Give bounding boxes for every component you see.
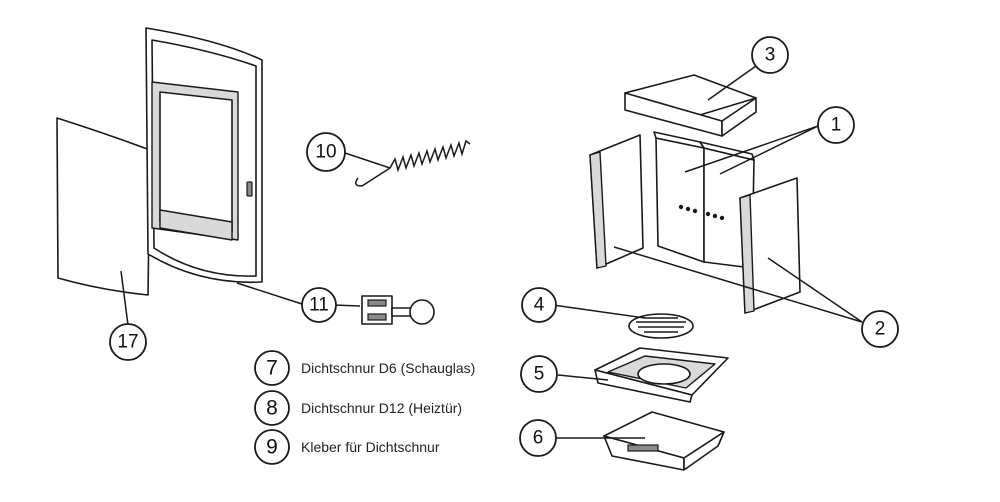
svg-text:5: 5 xyxy=(534,364,545,385)
leader-10 xyxy=(344,152,391,169)
svg-text:6: 6 xyxy=(533,428,544,449)
legend-circle-7: 7 xyxy=(254,350,290,386)
leader-2a xyxy=(767,257,863,323)
leader-11b xyxy=(333,304,361,307)
leader-5 xyxy=(557,374,609,381)
rear-bricks-part xyxy=(653,131,755,269)
svg-text:3: 3 xyxy=(765,45,776,66)
grate-part xyxy=(628,313,694,339)
ash-drawer-part xyxy=(603,411,725,471)
svg-text:7: 7 xyxy=(266,357,278,380)
legend-label-8: Dichtschnur D12 (Heiztür) xyxy=(301,400,463,416)
svg-text:10: 10 xyxy=(315,142,336,163)
stove-door-part xyxy=(145,27,263,284)
svg-text:8: 8 xyxy=(266,397,278,420)
legend-label-7: Dichtschnur D6 (Schauglas) xyxy=(301,360,476,376)
callout-17: 17 xyxy=(109,323,147,361)
callout-11: 11 xyxy=(301,287,337,323)
legend-circle-8: 8 xyxy=(254,390,290,426)
callout-2: 2 xyxy=(861,310,899,348)
svg-text:9: 9 xyxy=(266,436,278,459)
svg-text:2: 2 xyxy=(875,319,886,340)
callout-5: 5 xyxy=(520,355,558,393)
side-brick-right-part xyxy=(739,177,801,314)
svg-text:17: 17 xyxy=(117,332,138,353)
callout-3: 3 xyxy=(751,36,789,74)
leader-1a xyxy=(684,125,819,173)
svg-text:1: 1 xyxy=(831,115,842,136)
leader-3 xyxy=(707,65,757,101)
legend-circle-9: 9 xyxy=(254,429,290,465)
side-panel-part xyxy=(56,117,151,296)
callout-4: 4 xyxy=(521,287,557,323)
leader-1b xyxy=(719,125,819,175)
svg-text:11: 11 xyxy=(309,295,329,316)
base-tray-part xyxy=(594,347,729,403)
latch-part xyxy=(361,295,435,325)
spring-part xyxy=(355,139,471,187)
callout-10: 10 xyxy=(306,132,346,172)
leader-11 xyxy=(236,282,303,305)
callout-1: 1 xyxy=(817,106,855,144)
leader-17 xyxy=(120,270,129,326)
leader-2b xyxy=(613,246,863,323)
baffle-plate-part xyxy=(624,74,757,137)
side-brick-left-part xyxy=(589,134,644,269)
leader-4 xyxy=(552,304,646,319)
svg-text:4: 4 xyxy=(534,295,545,316)
callout-6: 6 xyxy=(519,419,557,457)
legend-label-9: Kleber für Dichtschnur xyxy=(301,439,440,455)
